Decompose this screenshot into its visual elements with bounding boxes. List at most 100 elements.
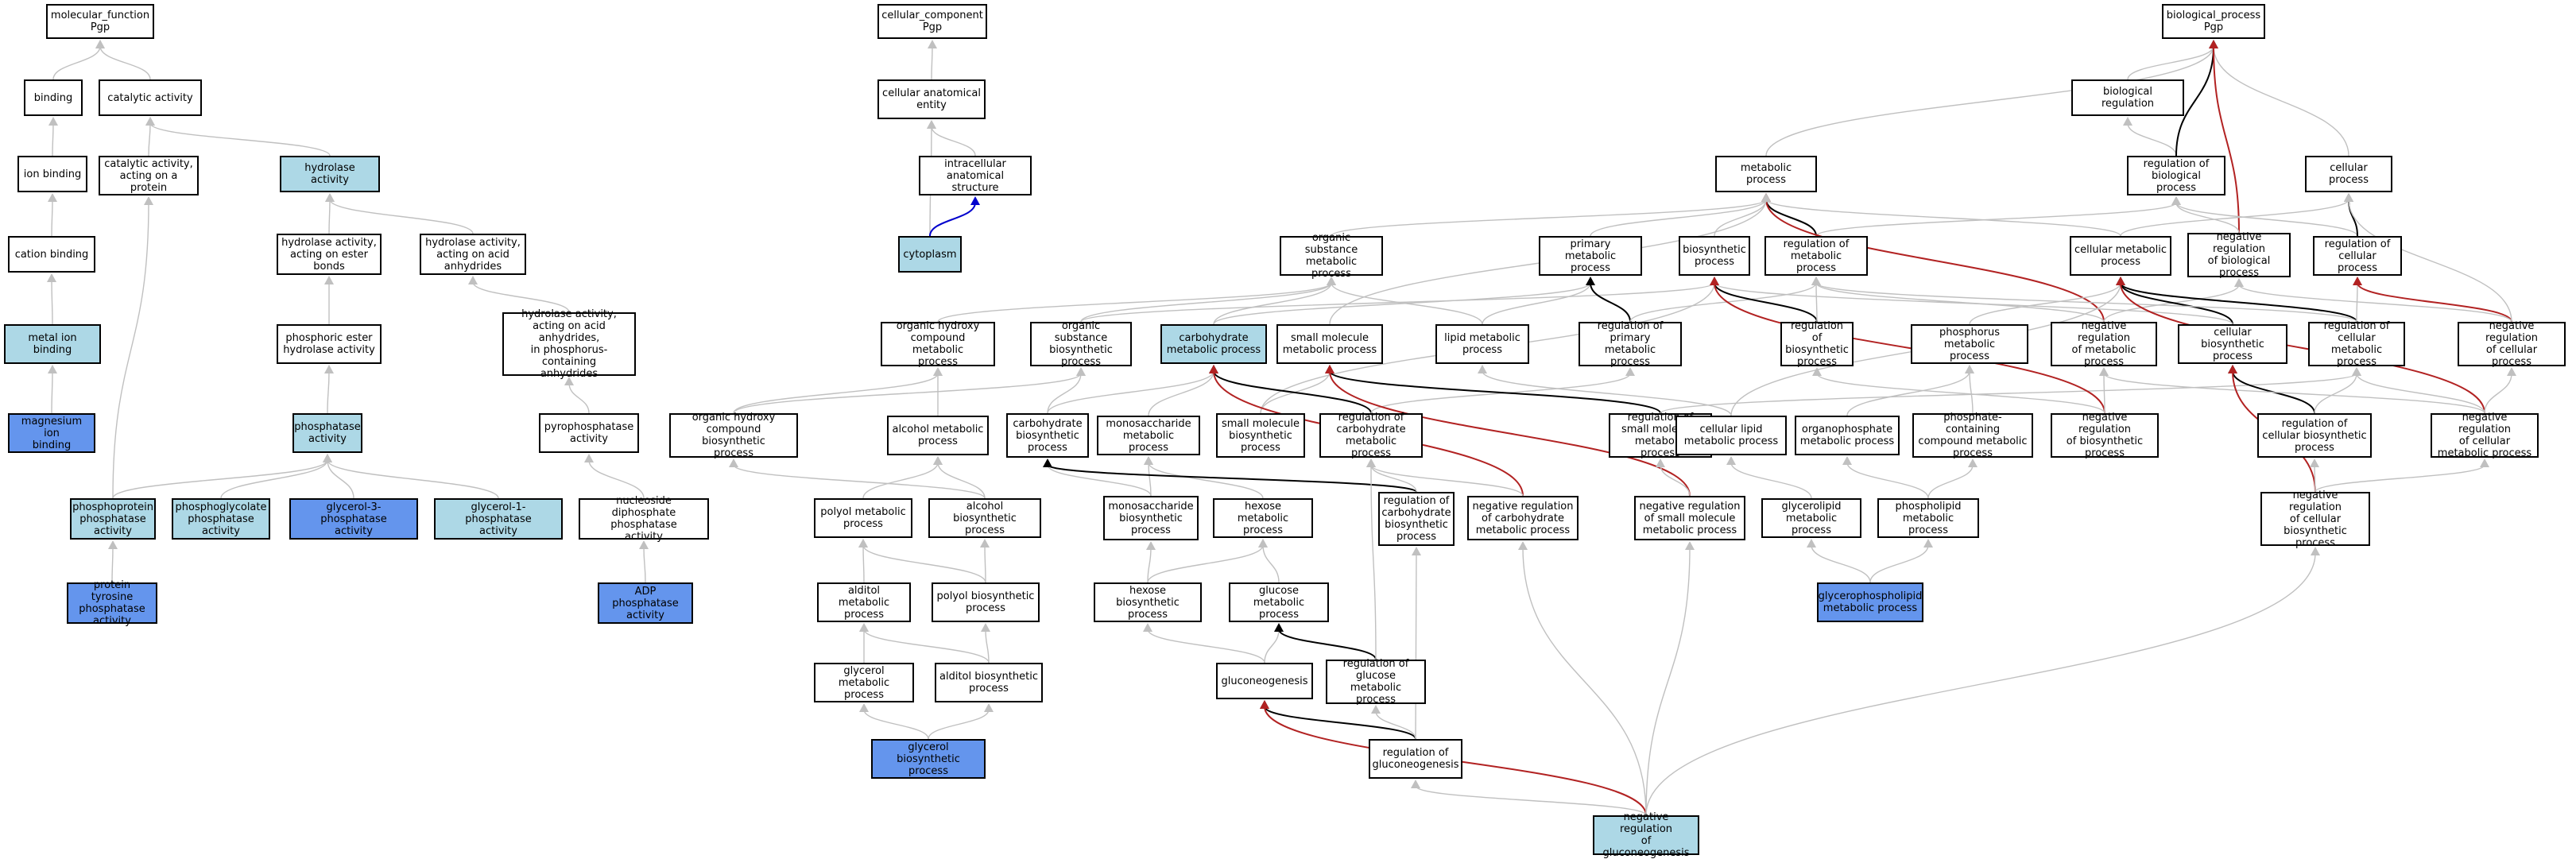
arrowhead: [639, 540, 649, 549]
node-phosphorus-metabolic-process[interactable]: phosphorus metabolic process: [1911, 324, 2028, 364]
node-cation-binding[interactable]: cation binding: [8, 236, 95, 273]
node-regulation-of-cellular-process[interactable]: regulation of cellular process: [2313, 236, 2402, 276]
node-ion-binding[interactable]: ion binding: [17, 156, 87, 192]
node-organic-hydroxy-compound-metabolic[interactable]: organic hydroxy compound metabolic proce…: [881, 320, 995, 368]
node-cytoplasm[interactable]: cytoplasm: [898, 236, 962, 273]
node-metal-ion-binding[interactable]: metal ion binding: [4, 324, 101, 364]
node-gluconeogenesis[interactable]: gluconeogenesis: [1216, 663, 1313, 699]
node-regulation-cellular-biosynthetic[interactable]: regulation of cellular biosynthetic proc…: [2257, 413, 2372, 458]
node-polyol-biosynthetic-process[interactable]: polyol biosynthetic process: [932, 582, 1040, 622]
edge-n_regprim-to-n_regmet: [1629, 277, 1821, 323]
node-catalytic-activity[interactable]: catalytic activity: [99, 79, 202, 116]
node-lipid-metabolic-process[interactable]: lipid metabolic process: [1435, 324, 1529, 364]
node-regulation-of-biosynthetic[interactable]: regulation of biosynthetic process: [1780, 320, 1854, 368]
node-glucose-metabolic-process[interactable]: glucose metabolic process: [1229, 582, 1329, 622]
node-intracellular-structure[interactable]: intracellular anatomical structure: [919, 156, 1032, 195]
arrowhead: [2123, 117, 2132, 126]
node-negative-regulation-cellular[interactable]: negative regulation of cellular process: [2458, 320, 2566, 368]
node-small-molecule-biosynthetic[interactable]: small molecule biosynthetic process: [1216, 413, 1305, 458]
node-alcohol-metabolic-process[interactable]: alcohol metabolic process: [887, 416, 989, 455]
node-biological-regulation[interactable]: biological regulation: [2071, 79, 2184, 116]
node-cellular-metabolic-process[interactable]: cellular metabolic process: [2070, 236, 2171, 276]
node-small-molecule-metabolic[interactable]: small molecule metabolic process: [1276, 324, 1383, 364]
node-biosynthetic-process[interactable]: biosynthetic process: [1679, 236, 1750, 276]
node-negative-regulation-carbohydrate[interactable]: negative regulation of carbohydrate meta…: [1467, 496, 1579, 540]
node-glycerol-3-phosphatase[interactable]: glycerol-3-phosphatase activity: [289, 498, 418, 540]
node-cellular-process[interactable]: cellular process: [2305, 156, 2392, 192]
node-magnesium-ion-binding[interactable]: magnesium ion binding: [8, 413, 95, 453]
edge-n_carbmet-to-n_primmet: [1213, 277, 1595, 325]
node-hydrolase-ester-bonds[interactable]: hydrolase activity, acting on ester bond…: [277, 234, 382, 275]
node-cellular-anatomical-entity[interactable]: cellular anatomical entity: [877, 79, 986, 119]
node-hydrolase-phosphorus-anhydrides[interactable]: hydrolase activity, acting on acid anhyd…: [502, 308, 636, 380]
node-metabolic-process[interactable]: metabolic process: [1715, 156, 1817, 192]
node-organic-substance-biosynthetic[interactable]: organic substance biosynthetic process: [1030, 320, 1132, 368]
node-carbohydrate-metabolic-process[interactable]: carbohydrate metabolic process: [1160, 324, 1267, 364]
node-regulation-cellular-metabolic[interactable]: regulation of cellular metabolic process: [2308, 320, 2405, 368]
node-regulation-carbohydrate-metabolic[interactable]: regulation of carbohydrate metabolic pro…: [1319, 412, 1423, 459]
node-negative-regulation-metabolic[interactable]: negative regulation of metabolic process: [2051, 320, 2157, 368]
node-alcohol-biosynthetic-process[interactable]: alcohol biosynthetic process: [928, 498, 1041, 538]
edge-n_glycerophos-to-n_phospholipid: [1869, 539, 1933, 583]
node-regulation-of-metabolic-process[interactable]: regulation of metabolic process: [1764, 236, 1868, 276]
node-negative-regulation-cellular-biosynthetic[interactable]: negative regulation of cellular biosynth…: [2260, 489, 2370, 549]
node-organic-substance-metabolic[interactable]: organic substance metabolic process: [1280, 232, 1383, 280]
arrowhead: [468, 276, 478, 284]
node-regulation-of-biological-process[interactable]: regulation of biological process: [2127, 156, 2225, 195]
node-glycerolipid-metabolic[interactable]: glycerolipid metabolic process: [1761, 498, 1861, 538]
arrowhead: [1586, 277, 1595, 285]
node-phosphatase-activity[interactable]: phosphatase activity: [292, 413, 362, 453]
node-organophosphate-metabolic[interactable]: organophosphate metabolic process: [1795, 416, 1900, 455]
node-monosaccharide-metabolic[interactable]: monosaccharide metabolic process: [1097, 416, 1200, 455]
edge-n_reggluconeo-to-n_regglucmet: [1371, 705, 1416, 740]
node-phosphoglycolate-phosphatase[interactable]: phosphoglycolate phosphatase activity: [172, 498, 270, 540]
node-regulation-carbohydrate-biosynthetic[interactable]: regulation of carbohydrate biosynthetic …: [1378, 492, 1455, 546]
arrowhead: [47, 273, 56, 282]
node-glycerophospholipid-metabolic[interactable]: glycerophospholipid metabolic process: [1817, 582, 1923, 622]
node-protein-tyrosine-phosphatase[interactable]: protein tyrosine phosphatase activity: [67, 579, 157, 627]
node-negative-regulation-biosynthetic[interactable]: negative regulation of biosynthetic proc…: [2051, 412, 2159, 459]
node-monosaccharide-biosynthetic[interactable]: monosaccharide biosynthetic process: [1103, 496, 1199, 540]
node-polyol-metabolic-process[interactable]: polyol metabolic process: [814, 498, 912, 538]
arrowhead: [970, 196, 980, 205]
node-biological-process[interactable]: biological_process Pgp: [2162, 4, 2265, 39]
node-regulation-primary-metabolic[interactable]: regulation of primary metabolic process: [1579, 320, 1682, 368]
node-catalytic-activity-protein[interactable]: catalytic activity, acting on a protein: [99, 156, 199, 195]
node-regulation-gluconeogenesis[interactable]: regulation of gluconeogenesis: [1369, 739, 1462, 779]
node-adp-phosphatase[interactable]: ADP phosphatase activity: [598, 582, 693, 624]
node-primary-metabolic-process[interactable]: primary metabolic process: [1539, 236, 1642, 276]
node-molecular-function[interactable]: molecular_function Pgp: [46, 4, 154, 39]
node-hexose-metabolic-process[interactable]: hexose metabolic process: [1213, 498, 1313, 538]
node-phosphoric-ester-hydrolase[interactable]: phosphoric ester hydrolase activity: [277, 324, 382, 364]
arrowhead: [2344, 193, 2353, 202]
node-phosphate-containing-compound[interactable]: phosphate-containing compound metabolic …: [1912, 412, 2033, 459]
node-negative-regulation-gluconeogenesis[interactable]: negative regulation of gluconeogenesis: [1593, 811, 1699, 859]
node-negative-regulation-biological[interactable]: negative regulation of biological proces…: [2187, 231, 2291, 279]
node-phosphoprotein-phosphatase[interactable]: phosphoprotein phosphatase activity: [70, 498, 156, 540]
node-glycerol-biosynthetic-process[interactable]: glycerol biosynthetic process: [871, 739, 986, 779]
node-binding[interactable]: binding: [24, 79, 83, 116]
node-hydrolase-acid-anhydrides[interactable]: hydrolase activity, acting on acid anhyd…: [420, 234, 526, 275]
node-carbohydrate-biosynthetic[interactable]: carbohydrate biosynthetic process: [1006, 413, 1089, 458]
node-negative-regulation-cellular-metabolic[interactable]: negative regulation of cellular metaboli…: [2431, 412, 2539, 459]
arrowhead: [933, 456, 943, 465]
node-cellular-component[interactable]: cellular_component Pgp: [877, 4, 987, 39]
node-alditol-biosynthetic-process[interactable]: alditol biosynthetic process: [935, 663, 1043, 702]
node-negative-regulation-small-molecule[interactable]: negative regulation of small molecule me…: [1634, 496, 1745, 540]
node-hydrolase-activity[interactable]: hydrolase activity: [280, 156, 380, 192]
node-glycerol-metabolic-process[interactable]: glycerol metabolic process: [814, 663, 914, 702]
node-phospholipid-metabolic[interactable]: phospholipid metabolic process: [1877, 498, 1979, 538]
node-hexose-biosynthetic-process[interactable]: hexose biosynthetic process: [1094, 582, 1202, 622]
node-organic-hydroxy-compound-biosynthetic[interactable]: organic hydroxy compound biosynthetic pr…: [669, 412, 798, 459]
node-cellular-biosynthetic-process[interactable]: cellular biosynthetic process: [2178, 324, 2287, 364]
arrowhead: [859, 703, 869, 712]
edge-n_ionbinding-to-n_binding: [48, 117, 58, 157]
arrowhead: [2209, 40, 2218, 48]
edge-n_hydacid-to-n_hydrolase: [325, 193, 474, 234]
node-glycerol-1-phosphatase[interactable]: glycerol-1-phosphatase activity: [434, 498, 563, 540]
node-alditol-metabolic-process[interactable]: alditol metabolic process: [817, 582, 911, 622]
node-nucleoside-diphosphate-phosphatase[interactable]: nucleoside diphosphate phosphatase activ…: [579, 495, 709, 543]
node-cellular-lipid-metabolic[interactable]: cellular lipid metabolic process: [1675, 416, 1787, 455]
node-pyrophosphatase-activity[interactable]: pyrophosphatase activity: [539, 413, 639, 453]
node-regulation-glucose-metabolic[interactable]: regulation of glucose metabolic process: [1326, 658, 1426, 706]
